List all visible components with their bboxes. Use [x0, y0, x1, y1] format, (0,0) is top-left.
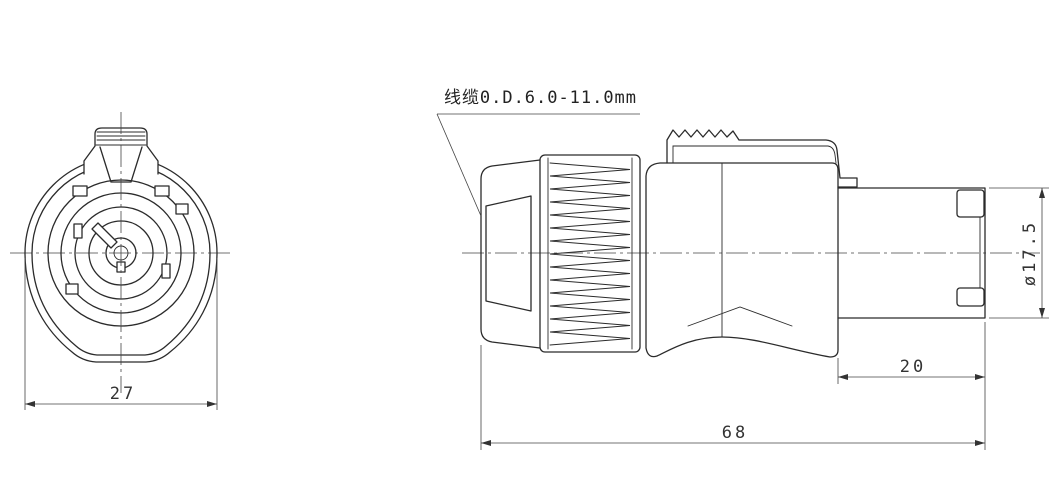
dimension-27-label: 27	[110, 384, 136, 404]
dimension-overall-length: 68	[480, 345, 985, 450]
front-notch-right	[175, 203, 189, 215]
front-insert-outline	[837, 187, 986, 319]
dimension-diameter-label: ø17.5	[1020, 220, 1040, 286]
front-notch-lower-left	[65, 283, 79, 295]
knurled-nut	[539, 154, 641, 353]
housing-grip-contour	[687, 306, 793, 327]
knurl-pattern	[549, 162, 631, 346]
dimension-front-width: 27	[24, 258, 218, 410]
dimension-insert-length: 20	[837, 322, 986, 450]
cable-od-note: 线缆0.D.6.0-11.0mm	[436, 88, 640, 217]
leader-line	[436, 113, 482, 217]
insert-tab-lower	[956, 287, 985, 307]
insert-tab-upper	[956, 189, 985, 218]
dimension-20-label: 20	[900, 357, 926, 377]
dimension-68-label: 68	[722, 423, 748, 443]
side-view: 线缆0.D.6.0-11.0mm ø17.5 20 68	[436, 88, 1049, 450]
cable-boot-outline	[480, 159, 541, 349]
front-notch-upper-right	[154, 185, 170, 197]
front-notch-left	[73, 223, 83, 239]
latch-outline	[666, 129, 858, 188]
cable-od-label: 线缆0.D.6.0-11.0mm	[444, 88, 636, 108]
cable-opening	[485, 195, 532, 312]
front-view: 27	[10, 112, 232, 410]
front-notch-lower-right	[161, 263, 171, 279]
dimension-insert-diameter: ø17.5	[989, 187, 1049, 319]
front-locking-key	[91, 222, 118, 249]
latch-inner-line	[672, 145, 837, 164]
housing-outline	[645, 162, 839, 358]
front-notch-upper-left	[72, 185, 88, 197]
